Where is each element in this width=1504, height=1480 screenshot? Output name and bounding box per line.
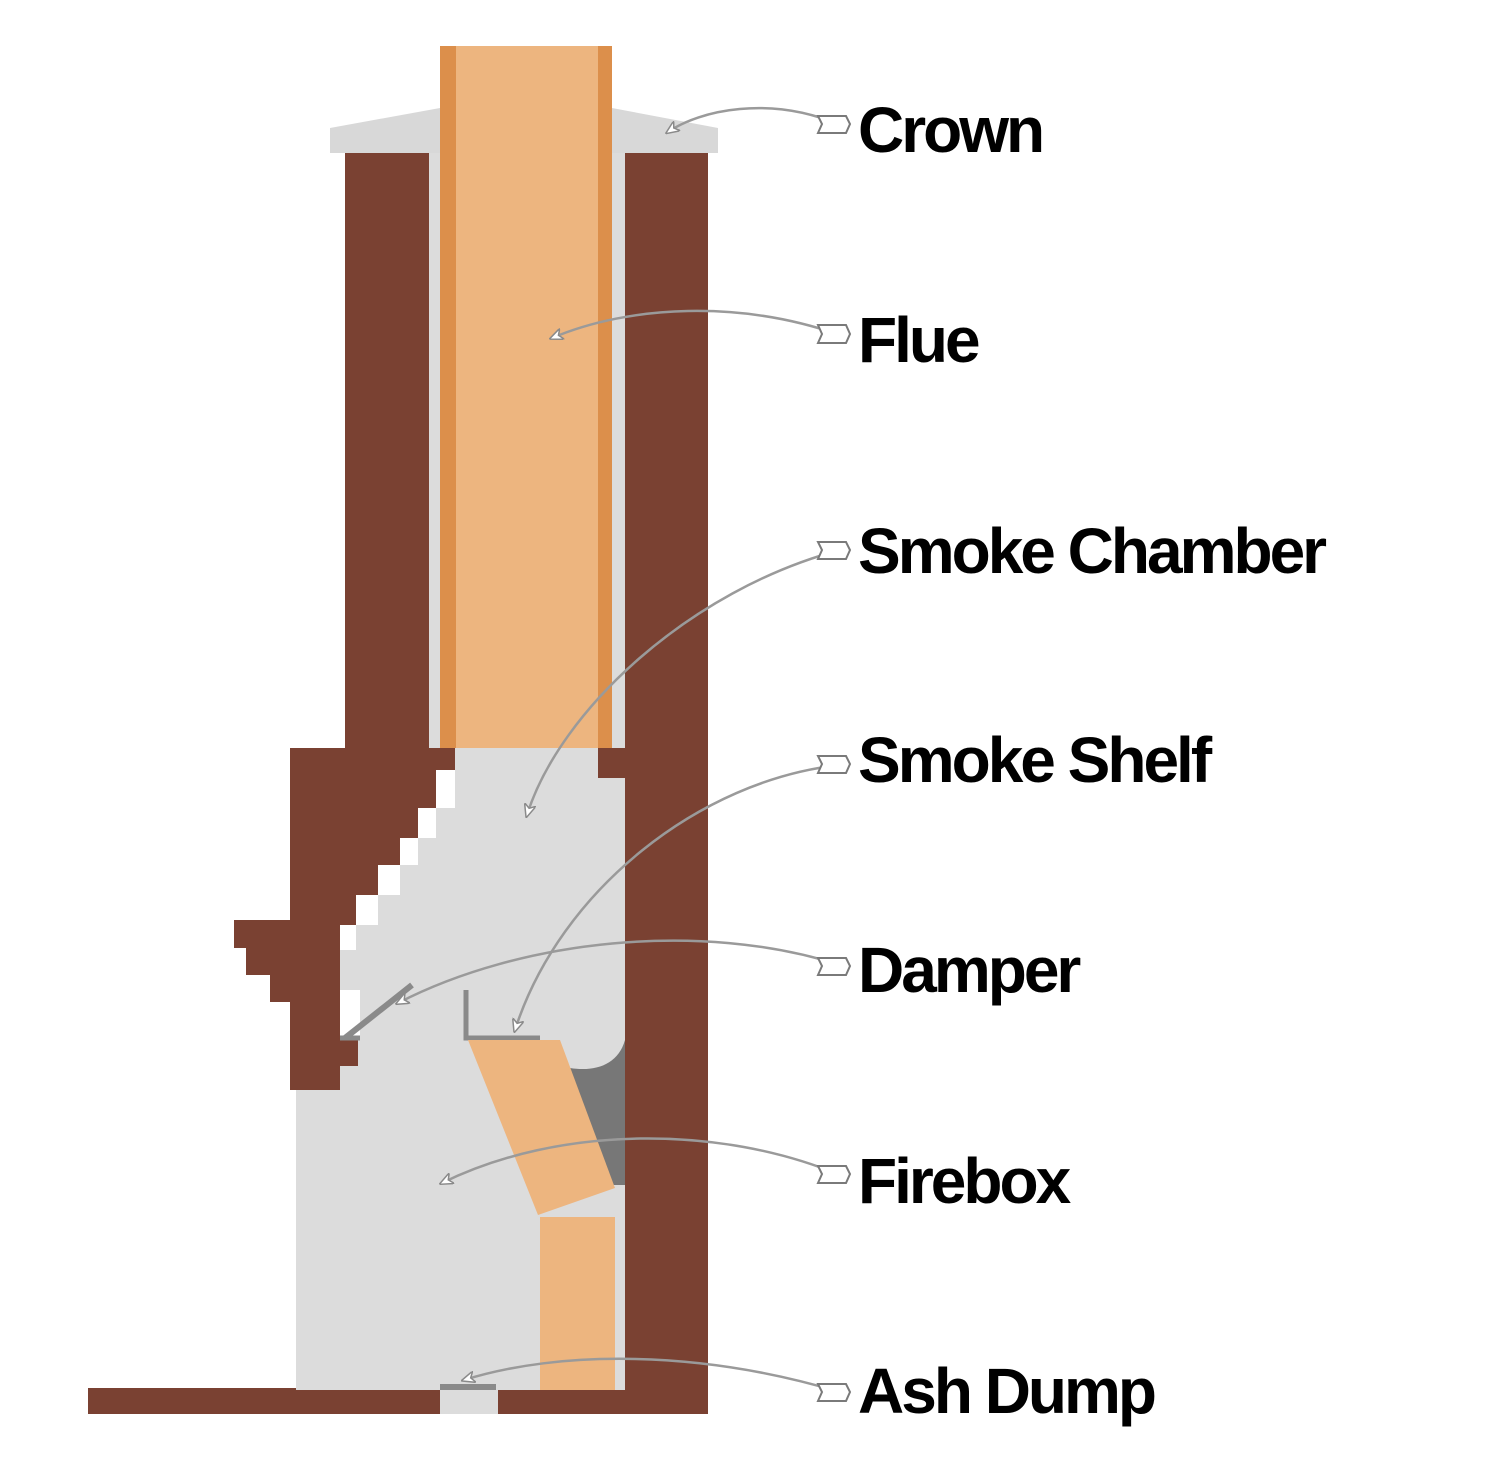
flue-liner	[440, 46, 612, 748]
hearth-floor-right	[498, 1388, 628, 1414]
damper-fletching-icon	[816, 957, 852, 976]
flue-liner-edge-right	[598, 46, 612, 748]
leader-arrows	[398, 106, 841, 1394]
label-firebox: Firebox	[858, 1145, 1072, 1217]
firebox-back-wall-lower	[540, 1217, 615, 1390]
damper-arrow-icon	[398, 939, 841, 1003]
smoke-chamber-arrow-icon	[527, 548, 841, 815]
smoke-chamber-fletching-icon	[816, 541, 852, 560]
flue-gap-right	[612, 153, 625, 748]
flue-fletching-icon	[816, 324, 852, 344]
crown-fletching-icon	[816, 115, 852, 134]
smoke-chamber-step	[598, 748, 625, 778]
part-labels: Crown Flue Smoke Chamber Smoke Shelf Dam…	[858, 94, 1329, 1427]
corbel-brickwork	[234, 748, 455, 1090]
arrow-fletchings	[816, 115, 852, 1402]
hearth-floor-left	[88, 1388, 440, 1414]
label-ash-dump: Ash Dump	[858, 1355, 1155, 1427]
label-smoke-chamber: Smoke Chamber	[858, 515, 1326, 587]
ash-dump-arrow-icon	[464, 1357, 841, 1394]
ash-dump-opening	[440, 1388, 498, 1414]
label-flue: Flue	[858, 304, 979, 376]
ash-dump-fletching-icon	[816, 1383, 852, 1402]
flue-liner-edge-left	[440, 46, 456, 748]
smoke-shelf-ledge	[463, 990, 540, 1041]
label-smoke-shelf: Smoke Shelf	[858, 724, 1213, 796]
label-damper: Damper	[858, 934, 1080, 1006]
firebox-back-wall-upper	[468, 1040, 615, 1215]
firebox-fletching-icon	[816, 1165, 852, 1184]
smoke-shelf-arrow-icon	[515, 763, 841, 1030]
firebox-arrow-icon	[442, 1137, 841, 1183]
smoke-chamber-interior	[340, 747, 625, 1040]
flue-arrow-icon	[552, 309, 841, 338]
crown-arrow-icon	[668, 106, 841, 132]
flue-gap-left	[429, 153, 440, 748]
chimney-wall-left	[345, 153, 429, 748]
chimney-wall-right	[625, 153, 708, 1414]
chimney-crown	[330, 108, 440, 153]
chimney-crown-right	[612, 108, 718, 153]
label-crown: Crown	[858, 94, 1042, 166]
smoke-shelf-fletching-icon	[816, 755, 852, 774]
